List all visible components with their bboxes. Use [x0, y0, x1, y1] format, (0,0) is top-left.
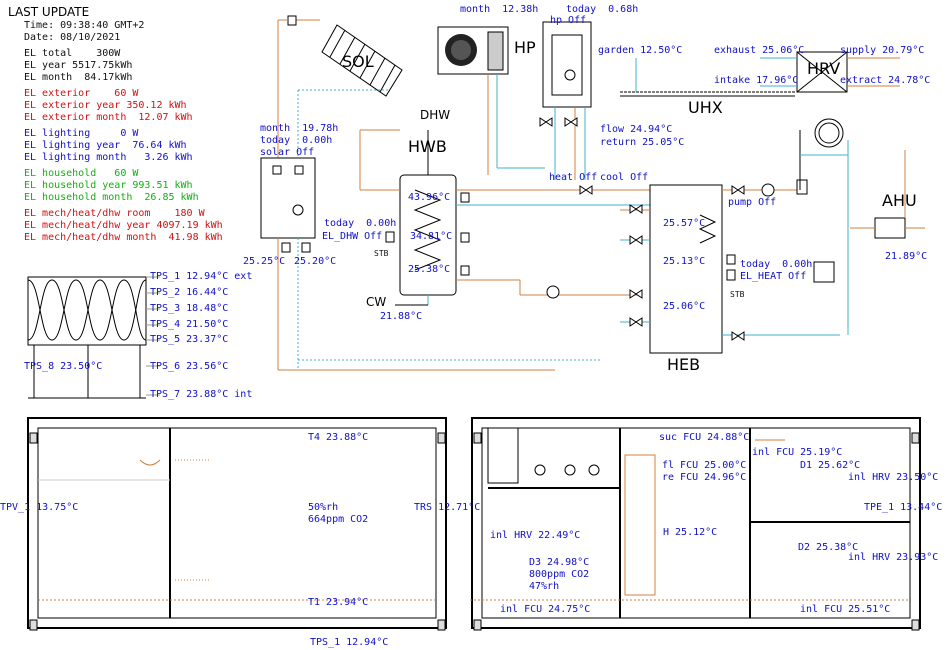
hwb-temp-mid: 34.81°C [410, 231, 453, 242]
tps2-label: TPS_2 16.44°C [150, 287, 229, 298]
hp-today: today 0.68h [566, 4, 639, 15]
heb-temp-bottom: 25.06°C [663, 301, 706, 312]
pump-state[interactable]: pump Off [728, 197, 777, 208]
heb-label: HEB [667, 355, 701, 374]
ff-fl-fcu: fl FCU 25.00°C [662, 460, 747, 471]
hrv-intake: intake 17.96°C [714, 75, 799, 86]
hrv-exhaust: exhaust 25.06°C [714, 45, 805, 56]
el-heat-state[interactable]: EL_HEAT Off [740, 271, 807, 282]
ff-d3-rh: 47%rh [529, 581, 560, 592]
dhw-today: today 0.00h [324, 218, 397, 229]
ff-inl-fcu-bl: inl FCU 24.75°C [500, 604, 591, 615]
ahu-label: AHU [882, 191, 917, 210]
hwb-label: HWB [408, 137, 447, 156]
ff-inl-hrv-r1: inl HRV 23.50°C [848, 472, 939, 483]
cool-valve-state[interactable]: cool Off [600, 172, 649, 183]
ff-inl-fcu-br: inl FCU 25.51°C [800, 604, 891, 615]
solar-label: SOL [342, 52, 374, 71]
solar-temp-left: 25.25°C [243, 256, 286, 267]
hp-state[interactable]: hp Off [550, 15, 587, 26]
el-exterior: EL exterior 60 W [24, 88, 139, 99]
ff-re-fcu: re FCU 24.96°C [662, 472, 747, 483]
heb-stb: STB [730, 290, 745, 299]
gf-co2: 664ppm CO2 [308, 514, 369, 525]
gf-tpv1: TPV_1 13.75°C [0, 502, 79, 513]
ff-d3: D3 24.98°C [529, 557, 590, 568]
gf-trs: TRS 12.71°C [414, 502, 481, 513]
tps3-label: TPS_3 18.48°C [150, 303, 229, 314]
update-time: Time: 09:38:40 GMT+2 [24, 20, 145, 31]
heat-today: today 0.00h [740, 259, 813, 270]
el-household-year: EL household year 993.51 kWh [24, 180, 193, 191]
heat-valve-state[interactable]: heat Off [549, 172, 598, 183]
heb-temp-top: 25.57°C [663, 218, 706, 229]
gf-t1: T1 23.94°C [308, 597, 369, 608]
wall-section [27, 276, 160, 399]
tps4-label: TPS_4 21.50°C [150, 319, 229, 330]
el-year: EL year 5517.75kWh [24, 60, 133, 71]
dhw-label: DHW [420, 108, 451, 122]
ff-h: H 25.12°C [663, 527, 718, 538]
solar-temp-right: 25.20°C [294, 256, 337, 267]
garden-temp: garden 12.50°C [598, 45, 683, 56]
el-lighting: EL lighting 0 W [24, 128, 139, 139]
ff-inl-fcu-top: inl FCU 25.19°C [752, 447, 843, 458]
el-lighting-year: EL lighting year 76.64 kWh [24, 140, 187, 151]
ff-suc-fcu: suc FCU 24.88°C [659, 432, 750, 443]
hrv-supply: supply 20.79°C [840, 45, 925, 56]
el-exterior-year: EL exterior year 350.12 kWh [24, 100, 187, 111]
el-total: EL total 300W [24, 48, 121, 59]
el-dhw-state[interactable]: EL_DHW Off [322, 231, 383, 242]
ff-tpe1: TPE_1 13.44°C [864, 502, 943, 513]
gf-t4: T4 23.88°C [308, 432, 369, 443]
cw-label: CW [366, 295, 387, 309]
solar-state[interactable]: solar Off [260, 147, 315, 158]
tps8-label: TPS_8 23.50°C [24, 361, 103, 372]
hp-label: HP [514, 38, 536, 57]
ff-d2: D2 25.38°C [798, 542, 859, 553]
solar-panel [321, 24, 403, 97]
hrv-extract: extract 24.78°C [840, 75, 931, 86]
ahu-temp: 21.89°C [885, 251, 928, 262]
el-mech-room: EL mech/heat/dhw room 180 W [24, 208, 205, 219]
el-exterior-month: EL exterior month 12.07 kWh [24, 112, 193, 123]
el-month: EL month 84.17kWh [24, 72, 133, 83]
solar-today: today 0.00h [260, 135, 333, 146]
hp-flow: flow 24.94°C [600, 124, 673, 135]
last-update-title: LAST UPDATE [8, 5, 90, 19]
heat-pump-unit [437, 26, 509, 75]
el-mech-year: EL mech/heat/dhw year 4097.19 kWh [24, 220, 223, 231]
hp-month: month 12.38h [460, 4, 539, 15]
update-date: Date: 08/10/2021 [24, 32, 121, 43]
ff-d3-co2: 800ppm CO2 [529, 569, 590, 580]
first-floor-plan [471, 417, 921, 631]
uhx-label: UHX [688, 98, 723, 117]
ff-inl-hrv-left: inl HRV 22.49°C [490, 530, 581, 541]
tps7-label: TPS_7 23.88°C int [150, 389, 253, 400]
tps6-label: TPS_6 23.56°C [150, 361, 229, 372]
solar-month: month 19.78h [260, 123, 339, 134]
cw-temp: 21.88°C [380, 311, 423, 322]
tps5-label: TPS_5 23.37°C [150, 334, 229, 345]
el-household: EL household 60 W [24, 168, 139, 179]
gf-rh: 50%rh [308, 502, 339, 513]
ff-d1: D1 25.62°C [800, 460, 861, 471]
ff-inl-hrv-r2: inl HRV 23.93°C [848, 552, 939, 563]
el-household-month: EL household month 26.85 kWh [24, 192, 199, 203]
tps1-label: TPS_1 12.94°C ext [150, 271, 253, 282]
hrv-label: HRV [807, 59, 841, 78]
hwb-temp-bottom: 25.38°C [408, 264, 451, 275]
hwb-temp-top: 43.96°C [408, 192, 451, 203]
heb-temp-mid: 25.13°C [663, 256, 706, 267]
hwb-stb: STB [374, 249, 389, 258]
ground-floor-plan [27, 417, 447, 631]
el-lighting-month: EL lighting month 3.26 kWh [24, 152, 193, 163]
hp-return: return 25.05°C [600, 137, 685, 148]
gf-tps1: TPS_1 12.94°C [310, 637, 389, 648]
el-mech-month: EL mech/heat/dhw month 41.98 kWh [24, 232, 223, 243]
